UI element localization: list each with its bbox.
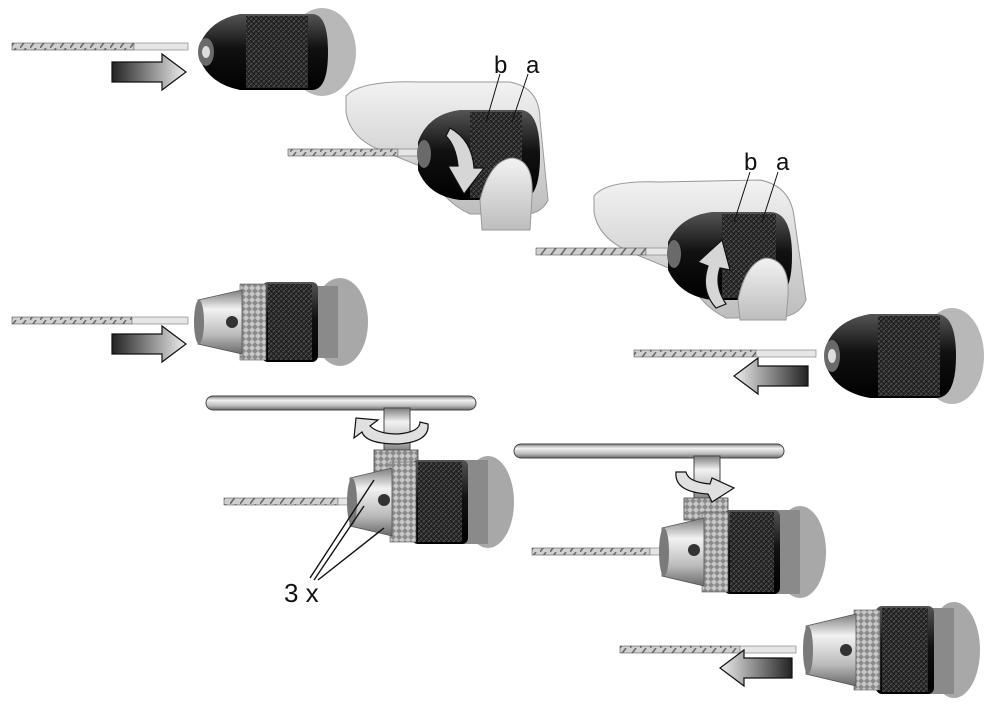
keyed-chuck (659, 506, 826, 598)
keyhole-pointers (309, 479, 385, 581)
label-b: b (494, 52, 507, 79)
panel-keyless-insert-top (11, 8, 356, 96)
label-a: a (776, 149, 790, 176)
panel-keyed-remove (619, 602, 980, 698)
drill-bit (535, 247, 673, 256)
thumb (737, 257, 789, 321)
drill-bit (11, 316, 189, 325)
label-a: a (526, 52, 540, 79)
panel-keyed-insert (11, 278, 368, 366)
keyed-chuck (803, 602, 980, 698)
rotate-arrow-icon (353, 417, 429, 445)
chuck-key (513, 443, 785, 521)
keyless-chuck (824, 308, 984, 404)
panel-key-loosen (513, 443, 826, 598)
leader-b (485, 73, 501, 123)
drill-bit (11, 42, 189, 51)
rotate-down-icon (445, 127, 486, 196)
keyless-chuck (198, 8, 356, 96)
arrow-right-icon (111, 52, 187, 92)
panel-keyless-remove (633, 308, 984, 404)
drill-bit (531, 547, 675, 556)
label-b: b (744, 149, 757, 176)
panel-keyless-open: b a (287, 52, 549, 231)
rotate-up-icon (696, 238, 731, 309)
thumb (479, 157, 533, 231)
drill-bit (619, 645, 797, 654)
drill-bit (287, 148, 427, 157)
drill-bit (223, 497, 365, 506)
arrow-left-icon (719, 648, 793, 688)
leader-b (733, 171, 751, 223)
label-3x: 3 x (284, 578, 319, 608)
keyed-chuck (194, 278, 368, 366)
arrow-left-icon (733, 356, 809, 396)
leader-a (511, 73, 529, 123)
panel-key-tighten: 3 x (205, 395, 514, 608)
arrow-right-icon (111, 324, 187, 364)
leader-a (761, 171, 779, 223)
keyed-chuck (347, 456, 514, 548)
panel-keyless-close: b a (535, 149, 807, 321)
rotate-arrow-icon (675, 471, 736, 503)
drill-bit (633, 349, 817, 358)
